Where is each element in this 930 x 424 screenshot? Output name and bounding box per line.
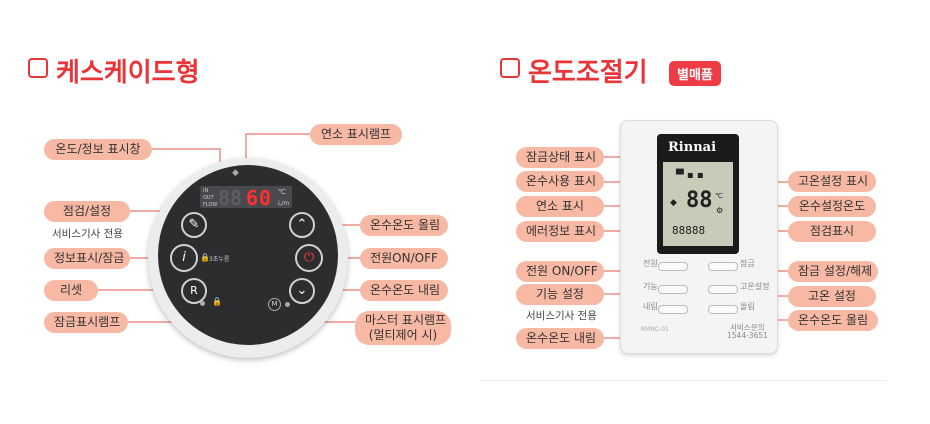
remote-lcd	[663, 162, 733, 246]
label-lock-toggle: 잠금 설정/해제	[788, 261, 878, 282]
info-lock-button[interactable]: i	[170, 244, 198, 272]
label-remote-temp-up: 온수온도 올림	[788, 310, 878, 331]
label-master-lamp: 마스터 표시램프 (멀티제어 시)	[355, 311, 451, 345]
lcd-check-icon: ⚙	[716, 206, 724, 215]
label-info-lock: 정보표시/잠금	[44, 248, 130, 269]
lcd-flame-icon: ◆	[670, 198, 677, 208]
label-function-setting: 기능 설정	[516, 284, 604, 305]
lcd-temperature: 88	[686, 188, 713, 213]
label-temp-info-display: 온도/정보 표시창	[44, 139, 152, 160]
flame-icon: ◆	[232, 168, 239, 178]
label-temp-up: 온수온도 올림	[360, 215, 448, 236]
label-error-info: 에러정보 표시	[516, 221, 604, 242]
temp-up-button[interactable]: ⌃	[289, 212, 315, 238]
label-check-display: 점검표시	[788, 221, 876, 242]
lcd-status-icons: ▀ ▪ ▪	[676, 170, 704, 181]
lock-hint: 3초누름	[209, 256, 230, 263]
temp-down-button[interactable]: ⌄	[289, 278, 315, 304]
section-title-thermostat: 온도조절기	[528, 58, 648, 88]
note-service-only: 서비스기사 전용	[52, 228, 123, 240]
label-hot-water-use: 온수사용 표시	[516, 171, 604, 192]
remote-btn-label-power: 전원	[643, 259, 658, 268]
remote-btn-label-lock: 잠금	[740, 259, 755, 268]
remote-high-temp-button[interactable]	[708, 285, 738, 294]
label-reset: 리셋	[44, 280, 98, 301]
temperature-display	[200, 186, 292, 208]
label-high-temp-setting: 고온 설정	[788, 286, 876, 307]
remote-power-button[interactable]	[658, 262, 688, 271]
remote-up-button[interactable]	[708, 305, 738, 314]
brand-logo: Rinnai	[668, 140, 717, 155]
remote-lock-button[interactable]	[708, 262, 738, 271]
sold-separately-badge: 별매품	[669, 61, 721, 86]
section-title-cascade: 케스케이드형	[56, 58, 200, 88]
remote-btn-label-down: 내림	[643, 302, 658, 311]
display-out-label: OUT	[203, 195, 214, 201]
temperature-value: 60	[246, 186, 273, 210]
lock-lamp	[200, 301, 205, 306]
label-temp-down: 온수온도 내림	[360, 280, 448, 301]
power-button[interactable]: ⏻	[295, 244, 323, 272]
label-lock-status: 잠금상태 표시	[516, 147, 604, 168]
section-checkbox-icon	[28, 58, 48, 78]
remote-model: RMNC-01	[641, 326, 669, 333]
label-lock-lamp: 잠금표시램프	[44, 312, 128, 333]
lcd-error-code: 88888	[672, 224, 706, 237]
display-flow-unit: L/m	[278, 200, 290, 207]
section-checkbox-icon	[500, 58, 520, 78]
lock-lamp-icon: 🔒	[212, 297, 222, 306]
label-remote-temp-down: 온수온도 내림	[516, 328, 604, 349]
label-power-onoff: 전원 ON/OFF	[516, 261, 604, 282]
label-master-lamp-line2: (멀티제어 시)	[368, 328, 438, 342]
display-in-label: IN	[203, 188, 209, 194]
note-remote-service-only: 서비스기사 전용	[526, 310, 597, 322]
remote-service-phone: 1544-3651	[727, 331, 768, 340]
remote-function-button[interactable]	[658, 285, 688, 294]
remote-down-button[interactable]	[658, 305, 688, 314]
master-lamp	[285, 302, 290, 307]
remote-btn-label-up: 올림	[740, 302, 755, 311]
remote-btn-label-high-temp: 고온설정	[740, 282, 770, 291]
floor-line	[480, 380, 886, 381]
reset-button[interactable]: R	[181, 278, 207, 304]
label-combustion: 연소 표시	[516, 196, 604, 217]
master-lamp-icon: M	[268, 298, 281, 311]
remote-service-center: 서비스문의	[730, 323, 765, 332]
display-ghost-digits: 88	[218, 186, 243, 210]
lcd-unit: ℃	[715, 192, 723, 200]
check-setting-button[interactable]: ✎	[181, 212, 207, 238]
label-high-temp-display: 고온설정 표시	[788, 171, 876, 192]
label-master-lamp-line1: 마스터 표시램프	[365, 313, 447, 327]
display-flow-label: FLOW	[203, 202, 218, 208]
lock-icon: 🔒	[200, 253, 210, 262]
label-combustion-lamp: 연소 표시램프	[310, 124, 402, 145]
display-unit: ℃	[278, 188, 286, 196]
label-check-setting: 점검/설정	[44, 201, 130, 222]
remote-btn-label-function: 기능	[643, 282, 658, 291]
label-temp-setting: 온수설정온도	[788, 196, 876, 217]
label-power: 전원ON/OFF	[360, 248, 448, 269]
